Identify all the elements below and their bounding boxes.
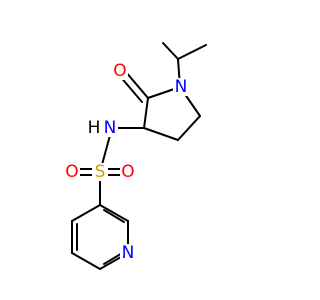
- atom-label-amide-n: N: [104, 118, 117, 138]
- bond-ch2-ch2: [177, 115, 201, 141]
- bond-ch2-ch: [143, 127, 179, 141]
- bond-py-c6-c1: [99, 204, 129, 222]
- atom-label-ring-n: N: [175, 77, 188, 97]
- bond-ipr-c-methyl-left: [162, 42, 179, 60]
- atom-pyridine-nitrogen: N: [120, 243, 136, 263]
- bond-carbonyl-double-a: [124, 70, 149, 99]
- atom-label-layer: O N H N S O O N: [64, 61, 189, 263]
- atom-carbonyl-oxygen: O: [112, 61, 128, 81]
- atom-sulfur: S: [92, 162, 108, 182]
- bond-ch-carbonyl-c: [143, 97, 149, 129]
- bond-py-c3-c4: [71, 252, 101, 270]
- atom-ring-nitrogen: N: [173, 77, 189, 97]
- atom-label-pyridine-n: N: [122, 243, 135, 263]
- atom-sulfonyl-oxygen-left: O: [64, 162, 80, 182]
- bond-py-inner-3: [103, 209, 125, 223]
- atom-label-amide-h: H: [88, 118, 101, 138]
- atom-label-sulfonyl-o-left: O: [65, 162, 78, 182]
- bond-py-c1-c2: [71, 204, 101, 222]
- atom-label-sulfonyl-o-right: O: [121, 162, 134, 182]
- atom-label-sulfur: S: [95, 162, 106, 182]
- molecule-structure: O N H N S O O N: [64, 42, 207, 270]
- atom-sulfonyl-oxygen-right: O: [120, 162, 136, 182]
- atom-label-carbonyl-o: O: [113, 61, 126, 81]
- bond-ipr-c-methyl-right: [177, 44, 207, 60]
- atom-amide-nh: H N: [82, 118, 118, 138]
